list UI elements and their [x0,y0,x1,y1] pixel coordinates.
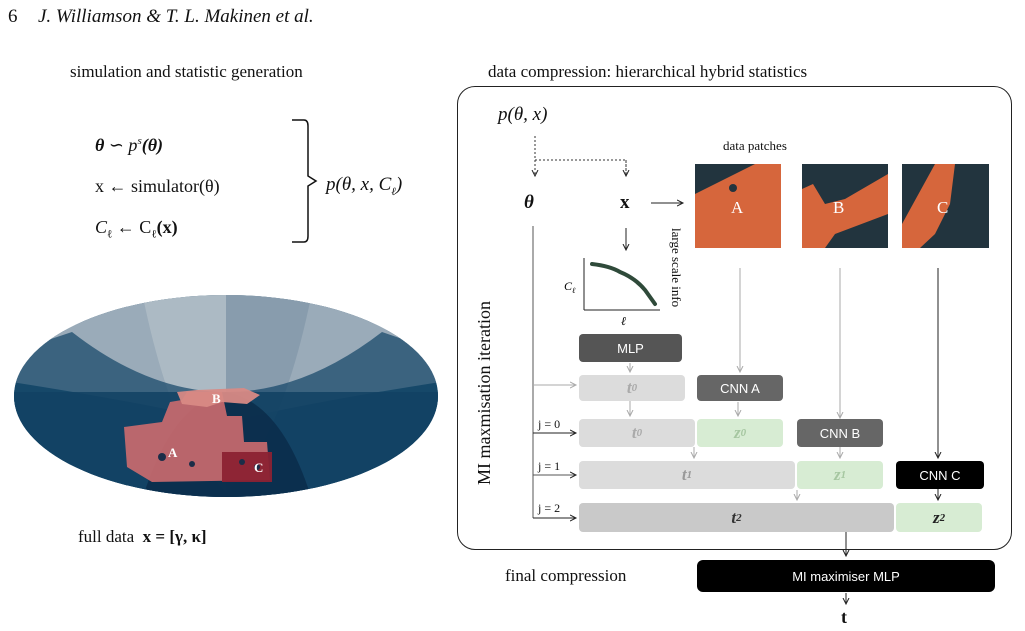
patch-letter-b: B [833,198,844,217]
full-sky-map: B A C [14,295,438,497]
full-data-caption: full data x = [γ, κ] [78,527,207,546]
prior-p-theta-x: p(θ, x) [498,104,548,125]
left-panel-title: simulation and statistic generation [70,62,303,81]
map-label-c: C [254,460,263,475]
theta-node: θ [524,192,534,213]
patch-letter-c: C [937,198,948,217]
cnn-b-box: CNN B [797,419,883,447]
eq-simulator: x ← simulator(θ) [95,176,220,196]
right-panel-title: data compression: hierarchical hybrid st… [488,62,808,81]
map-label-b: B [212,391,221,406]
cl-axis-x: ℓ [621,314,626,328]
cnn-a-box: CNN A [697,375,783,401]
eq-theta-prior: θ ∽ ps(θ) [95,135,164,155]
cnn-c-box: CNN C [896,461,984,489]
eq-cl: Cℓ ← Cℓ(x) [95,217,178,241]
data-patches: A B C [695,164,989,248]
patch-letter-a: A [731,198,744,217]
running-header-authors: J. Williamson & T. L. Makinen et al. [38,6,314,27]
final-compression-label: final compression [505,566,627,585]
iteration-label-j1: j = 1 [538,459,561,473]
iteration-label-j0: j = 0 [538,417,561,431]
mi-maximiser-mlp-box: MI maximiser MLP [697,560,995,592]
x-node: x [620,192,630,213]
data-patches-label: data patches [723,138,787,153]
cl-axis-y: Cℓ [564,279,576,295]
large-scale-info-label: large scale info [669,228,684,308]
output-t: t [841,607,847,627]
map-label-a: A [168,445,178,460]
power-spectrum-plot: Cℓ ℓ [564,258,660,328]
mlp-box: MLP [579,334,682,362]
mi-iteration-label: MI maxmisation iteration [474,301,494,485]
page-number: 6 [8,6,18,27]
brace-bracket [292,119,318,243]
joint-distribution: p(θ, x, Cℓ) [326,174,403,198]
compression-frame [457,86,1012,550]
iteration-label-j2: j = 2 [538,501,561,515]
